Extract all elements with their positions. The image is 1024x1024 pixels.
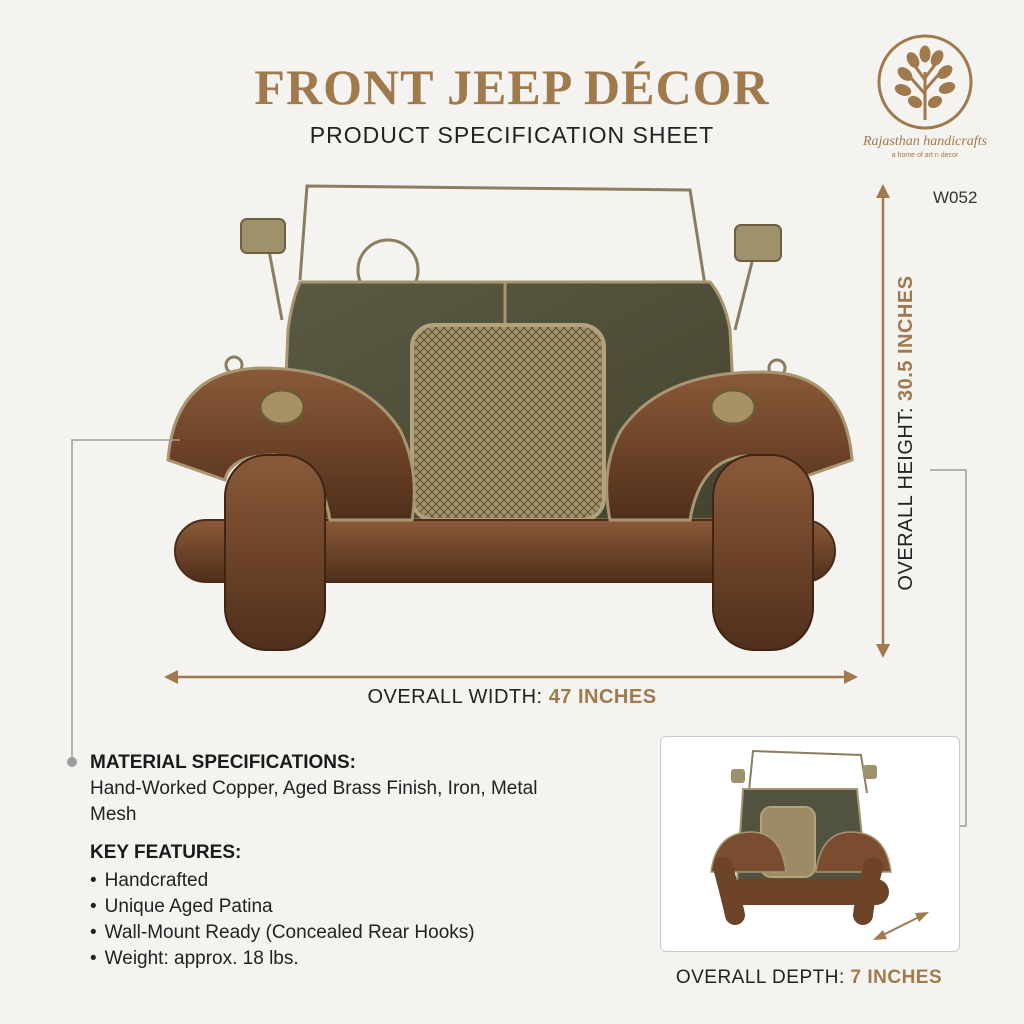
product-code: W052 <box>933 188 978 207</box>
jeep-product-image <box>166 184 854 651</box>
material-text: Hand-Worked Copper, Aged Brass Finish, I… <box>90 778 538 825</box>
page-subtitle: PRODUCT SPECIFICATION SHEET <box>309 122 715 148</box>
depth-value: 7 INCHES <box>850 967 943 988</box>
height-label: OVERALL HEIGHT: <box>895 407 917 591</box>
features-list: Handcrafted Unique Aged Patina Wall-Moun… <box>90 868 650 972</box>
width-label: OVERALL WIDTH: <box>367 686 543 708</box>
specifications-panel: MATERIAL SPECIFICATIONS: Hand-Worked Cop… <box>90 752 650 972</box>
list-item: Unique Aged Patina <box>90 894 650 920</box>
depth-label: OVERALL DEPTH: <box>675 967 845 988</box>
height-value: 30.5 INCHES <box>895 275 917 402</box>
brand-logo <box>877 34 973 130</box>
list-item: Weight: approx. 18 lbs. <box>90 946 650 972</box>
depth-dimension: OVERALL DEPTH: 7 INCHES <box>660 967 958 989</box>
brand-tagline: a home of art n decor <box>891 152 959 159</box>
jeep-side-view-image <box>710 749 929 940</box>
callout-dot <box>67 757 77 767</box>
depth-thumbnail <box>660 736 960 952</box>
width-value: 47 INCHES <box>548 686 657 708</box>
brand-name: Rajasthan handicrafts <box>862 134 988 149</box>
page-title: FRONT JEEP DÉCOR <box>254 59 770 115</box>
list-item: Wall-Mount Ready (Concealed Rear Hooks) <box>90 920 650 946</box>
material-heading: MATERIAL SPECIFICATIONS: <box>90 752 356 773</box>
list-item: Handcrafted <box>90 868 650 894</box>
tree-icon <box>894 45 956 120</box>
depth-arrow <box>873 912 929 940</box>
features-heading: KEY FEATURES: <box>90 842 242 863</box>
width-dimension: OVERALL WIDTH: 47 INCHES <box>0 686 1024 709</box>
height-dimension: OVERALL HEIGHT: 30.5 INCHES <box>895 253 921 613</box>
